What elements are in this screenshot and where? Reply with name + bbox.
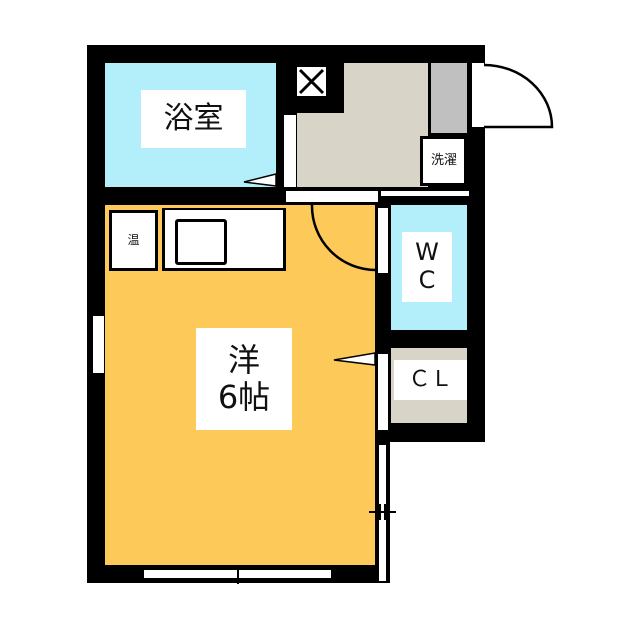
western-room-label: 洋 6帖 <box>196 328 292 430</box>
entrance <box>297 113 428 187</box>
laundry-space <box>420 136 467 186</box>
room-door-arrow <box>333 352 376 366</box>
entrance-door-swing <box>483 63 554 129</box>
left-window[interactable] <box>93 316 104 373</box>
wc-door-swing <box>310 204 377 272</box>
entrance-upper <box>344 63 428 115</box>
sink <box>175 219 227 265</box>
wc-label: W C <box>402 232 452 302</box>
vent-icon <box>297 67 326 96</box>
bathroom-label: 浴室 <box>141 90 246 148</box>
water-heater-label: 温 <box>127 232 140 247</box>
bathroom-door[interactable] <box>284 115 296 187</box>
shoe-storage <box>431 63 467 133</box>
bathroom-door-arrow <box>243 173 277 187</box>
hall-opening <box>286 191 378 202</box>
hall-opening-2 <box>381 191 469 196</box>
window-mark <box>237 504 396 584</box>
room-side-door[interactable] <box>378 354 389 430</box>
wc-door[interactable] <box>378 208 389 273</box>
closet-label: ＣＬ <box>394 360 467 400</box>
entrance-door-opening[interactable] <box>472 63 484 127</box>
laundry-label: 洗濯 <box>430 152 457 168</box>
water-heater <box>109 210 158 271</box>
